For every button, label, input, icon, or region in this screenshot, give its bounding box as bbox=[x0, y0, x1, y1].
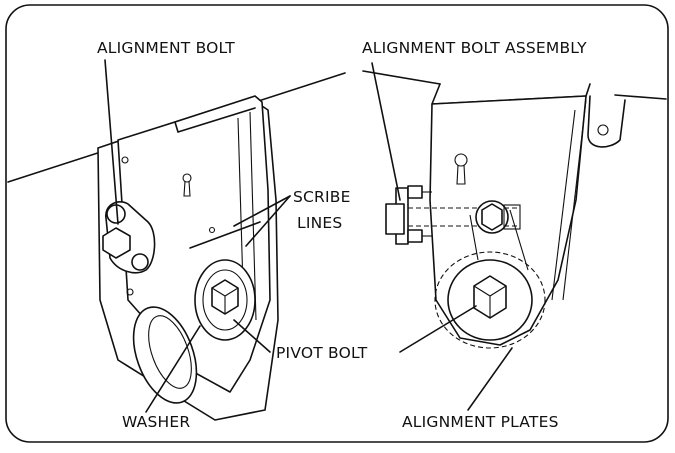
label-alignment-plates: ALIGNMENT PLATES bbox=[402, 413, 559, 431]
label-scribe: SCRIBE bbox=[293, 188, 351, 206]
leader-pivot-bolt bbox=[233, 319, 271, 353]
leader-alignment-bolt bbox=[104, 59, 119, 225]
left-assembly-drawing bbox=[97, 95, 279, 421]
leader-alignment-plates bbox=[467, 347, 513, 411]
leader-scribe-lines-2 bbox=[245, 195, 291, 247]
label-lines: LINES bbox=[297, 214, 343, 232]
leader-alignment-bolt-assembly bbox=[371, 62, 401, 201]
label-pivot-bolt: PIVOT BOLT bbox=[276, 344, 368, 362]
right-assembly-drawing bbox=[385, 83, 626, 349]
label-alignment-bolt: ALIGNMENT BOLT bbox=[97, 39, 235, 57]
leader-pivot-bolt-right bbox=[399, 305, 477, 353]
leader-scribe-lines-1 bbox=[233, 195, 291, 227]
reference-line-right-2 bbox=[614, 94, 667, 100]
left-alignment-bolt-lower bbox=[131, 253, 149, 271]
label-washer: WASHER bbox=[122, 413, 191, 431]
reference-line-right bbox=[362, 70, 441, 85]
diagram-frame bbox=[5, 4, 669, 443]
right-alignment-plate bbox=[434, 251, 546, 349]
leader-washer bbox=[145, 325, 201, 413]
label-alignment-bolt-assembly: ALIGNMENT BOLT ASSEMBLY bbox=[362, 39, 587, 57]
